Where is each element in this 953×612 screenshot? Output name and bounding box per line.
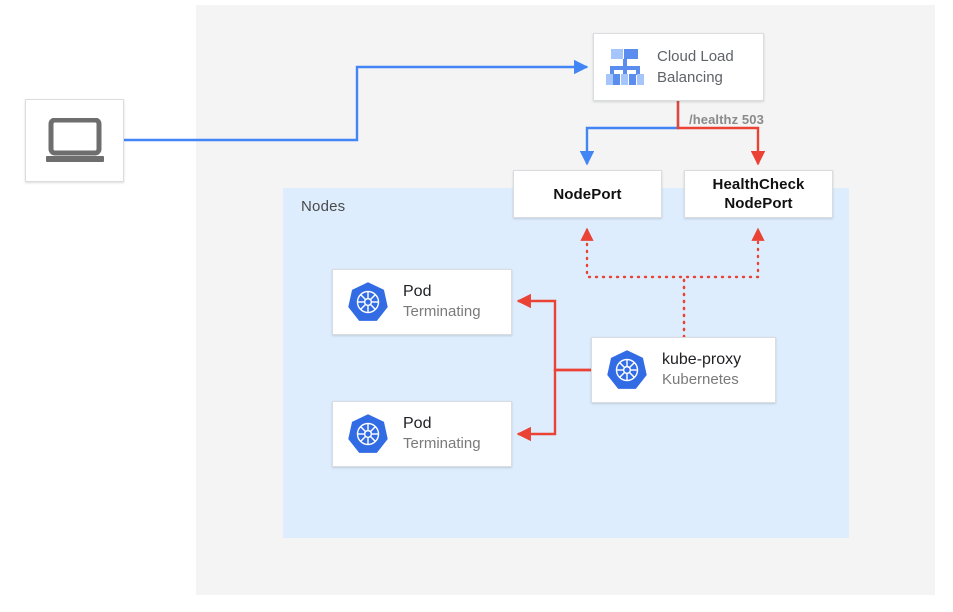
pod-2-label: Pod Terminating xyxy=(403,414,481,454)
laptop-icon xyxy=(45,117,104,162)
cloud-load-balancing-node[interactable]: Cloud Load Balancing xyxy=(593,33,764,101)
kube-proxy-subtitle: Kubernetes xyxy=(662,371,739,388)
kubernetes-icon xyxy=(348,282,388,321)
kube-proxy-title: kube-proxy xyxy=(662,351,742,368)
cloud-load-balancing-icon xyxy=(606,49,644,85)
client-laptop-node[interactable] xyxy=(25,99,124,182)
pod-node-1[interactable]: Pod Terminating xyxy=(332,269,512,335)
cloud-load-balancing-title-line-2: Balancing xyxy=(657,69,723,86)
pod-node-2[interactable]: Pod Terminating xyxy=(332,401,512,467)
pod-2-status: Terminating xyxy=(403,435,481,452)
pod-1-status: Terminating xyxy=(403,303,481,320)
healthcheck-nodeport-label-line-2: NodePort xyxy=(724,195,793,212)
kube-proxy-label: kube-proxy Kubernetes xyxy=(662,350,741,390)
healthcheck-nodeport-label-line-1: HealthCheck xyxy=(712,176,805,193)
healthz-503-label: /healthz 503 xyxy=(689,112,764,127)
kubernetes-icon xyxy=(607,350,647,389)
cloud-load-balancing-label: Cloud Load Balancing xyxy=(657,46,734,88)
pod-1-title: Pod xyxy=(403,283,432,300)
nodeport-label: NodePort xyxy=(553,185,622,203)
kubernetes-icon xyxy=(348,414,388,453)
nodeport-node[interactable]: NodePort xyxy=(513,170,662,218)
cloud-load-balancing-title-line-1: Cloud Load xyxy=(657,48,734,65)
kube-proxy-node[interactable]: kube-proxy Kubernetes xyxy=(591,337,776,403)
nodes-panel-label: Nodes xyxy=(301,198,346,215)
pod-2-title: Pod xyxy=(403,415,432,432)
healthcheck-nodeport-node[interactable]: HealthCheck NodePort xyxy=(684,170,833,218)
healthcheck-nodeport-label: HealthCheck NodePort xyxy=(713,175,805,213)
pod-1-label: Pod Terminating xyxy=(403,282,481,322)
